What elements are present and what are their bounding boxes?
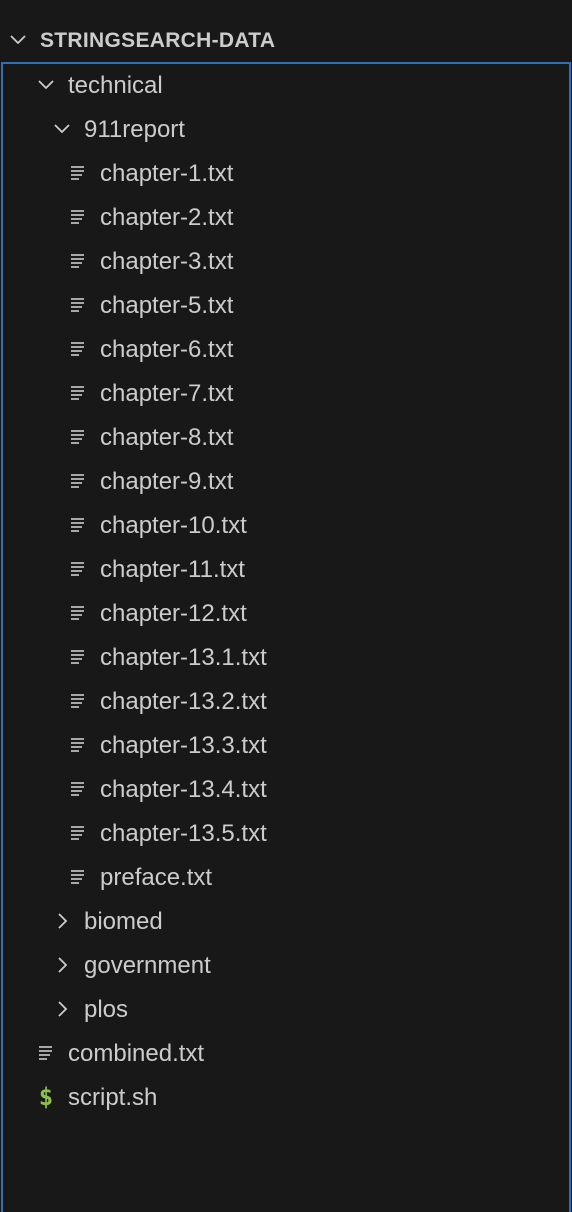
tree-file[interactable]: preface.txt (0, 855, 572, 899)
shell-script-icon: $ (38, 1083, 54, 1111)
tree-item-label: chapter-1.txt (100, 160, 234, 187)
tree-file[interactable]: chapter-9.txt (0, 459, 572, 503)
tree-folder[interactable]: plos (0, 987, 572, 1031)
text-file-icon (68, 163, 88, 183)
tree-folder[interactable]: 911report (0, 107, 572, 151)
text-file-icon (68, 471, 88, 491)
text-file-icon (68, 779, 88, 799)
text-file-icon (68, 515, 88, 535)
tree-item-label: 911report (84, 116, 185, 143)
text-file-icon (68, 207, 88, 227)
tree-item-label: chapter-9.txt (100, 468, 234, 495)
tree-item-label: chapter-13.3.txt (100, 732, 267, 759)
tree-file[interactable]: chapter-1.txt (0, 151, 572, 195)
tree-file[interactable]: chapter-3.txt (0, 239, 572, 283)
text-file-icon (68, 427, 88, 447)
tree-item-label: chapter-3.txt (100, 248, 234, 275)
tree-file[interactable]: chapter-2.txt (0, 195, 572, 239)
tree-item-label: chapter-7.txt (100, 380, 234, 407)
tree-file[interactable]: combined.txt (0, 1031, 572, 1075)
tree-folder[interactable]: technical (0, 63, 572, 107)
text-file-icon (68, 295, 88, 315)
chevron-right-icon (52, 911, 72, 931)
text-file-icon (36, 1043, 56, 1063)
tree-file[interactable]: chapter-13.1.txt (0, 635, 572, 679)
text-file-icon (68, 735, 88, 755)
tree-file[interactable]: chapter-5.txt (0, 283, 572, 327)
text-file-icon (68, 559, 88, 579)
tree-item-label: government (84, 952, 211, 979)
text-file-icon (68, 603, 88, 623)
tree-folder[interactable]: government (0, 943, 572, 987)
tree-file[interactable]: chapter-13.5.txt (0, 811, 572, 855)
tree-item-label: script.sh (68, 1084, 158, 1111)
tree-item-label: plos (84, 996, 129, 1023)
tree-item-label: combined.txt (68, 1040, 205, 1067)
tree-item-label: chapter-2.txt (100, 204, 234, 231)
tree-file[interactable]: $ script.sh (0, 1075, 572, 1119)
text-file-icon (68, 691, 88, 711)
chevron-down-icon (8, 30, 28, 50)
chevron-down-icon (52, 119, 72, 139)
chevron-down-icon (36, 75, 56, 95)
tree-item-label: chapter-5.txt (100, 292, 234, 319)
tree-file[interactable]: chapter-10.txt (0, 503, 572, 547)
text-file-icon (68, 383, 88, 403)
text-file-icon (68, 823, 88, 843)
tree-item-label: chapter-13.5.txt (100, 820, 267, 847)
explorer-section-header[interactable]: STRINGSEARCH-DATA (0, 18, 572, 62)
tree-file[interactable]: chapter-12.txt (0, 591, 572, 635)
tree-item-label: chapter-11.txt (100, 556, 245, 583)
tree-file[interactable]: chapter-7.txt (0, 371, 572, 415)
tree-item-label: chapter-13.4.txt (100, 776, 267, 803)
chevron-right-icon (52, 955, 72, 975)
section-title: STRINGSEARCH-DATA (40, 29, 276, 52)
tree-item-label: chapter-13.1.txt (100, 644, 267, 671)
text-file-icon (68, 339, 88, 359)
tree-item-label: chapter-10.txt (100, 512, 247, 539)
tree-item-label: biomed (84, 908, 163, 935)
text-file-icon (68, 647, 88, 667)
tree-file[interactable]: chapter-8.txt (0, 415, 572, 459)
tree-item-label: chapter-13.2.txt (100, 688, 267, 715)
text-file-icon (68, 867, 88, 887)
text-file-icon (68, 251, 88, 271)
tree-file[interactable]: chapter-13.2.txt (0, 679, 572, 723)
tree-folder[interactable]: biomed (0, 899, 572, 943)
tree-item-label: chapter-8.txt (100, 424, 234, 451)
tree-file[interactable]: chapter-13.3.txt (0, 723, 572, 767)
tree-item-label: chapter-12.txt (100, 600, 247, 627)
tree-item-label: technical (68, 72, 163, 99)
tree-file[interactable]: chapter-6.txt (0, 327, 572, 371)
file-tree: technical 911report chapter-1.txt chapter-2… (0, 63, 572, 1119)
tree-file[interactable]: chapter-13.4.txt (0, 767, 572, 811)
chevron-right-icon (52, 999, 72, 1019)
tree-item-label: preface.txt (100, 864, 213, 891)
tree-item-label: chapter-6.txt (100, 336, 234, 363)
tree-file[interactable]: chapter-11.txt (0, 547, 572, 591)
